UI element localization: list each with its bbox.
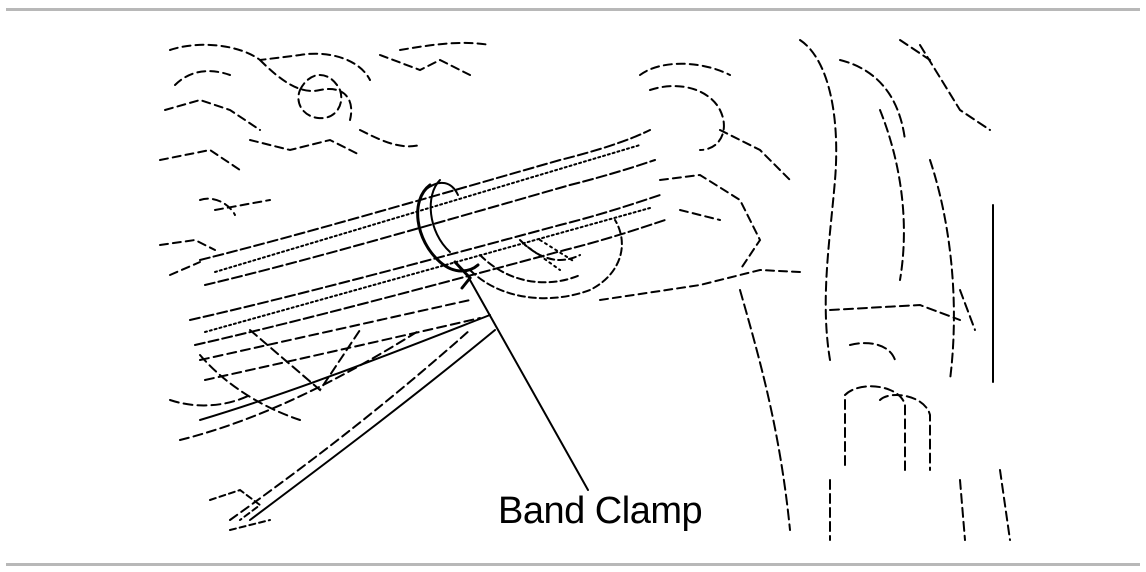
frame-border-bottom [6,563,1140,566]
housing-outline [599,62,801,301]
band-clamp-ring [416,179,480,290]
callout-label-band-clamp: Band Clamp [498,490,703,532]
fender-line [739,289,791,531]
lower-structure [169,329,471,521]
hose-third [199,299,481,381]
lower-solid-lines [199,314,496,521]
hose-lower-ribs [204,207,651,333]
hose-upper-ribs [214,144,641,273]
hose-upper [199,129,656,286]
engine-component-outline [159,41,491,276]
callout-leader-line [469,279,589,491]
bottom-left-bracket [209,488,271,531]
bracket-ribs [524,239,576,271]
right-panel-outline [799,39,1011,541]
frame-border-top [6,8,1140,11]
